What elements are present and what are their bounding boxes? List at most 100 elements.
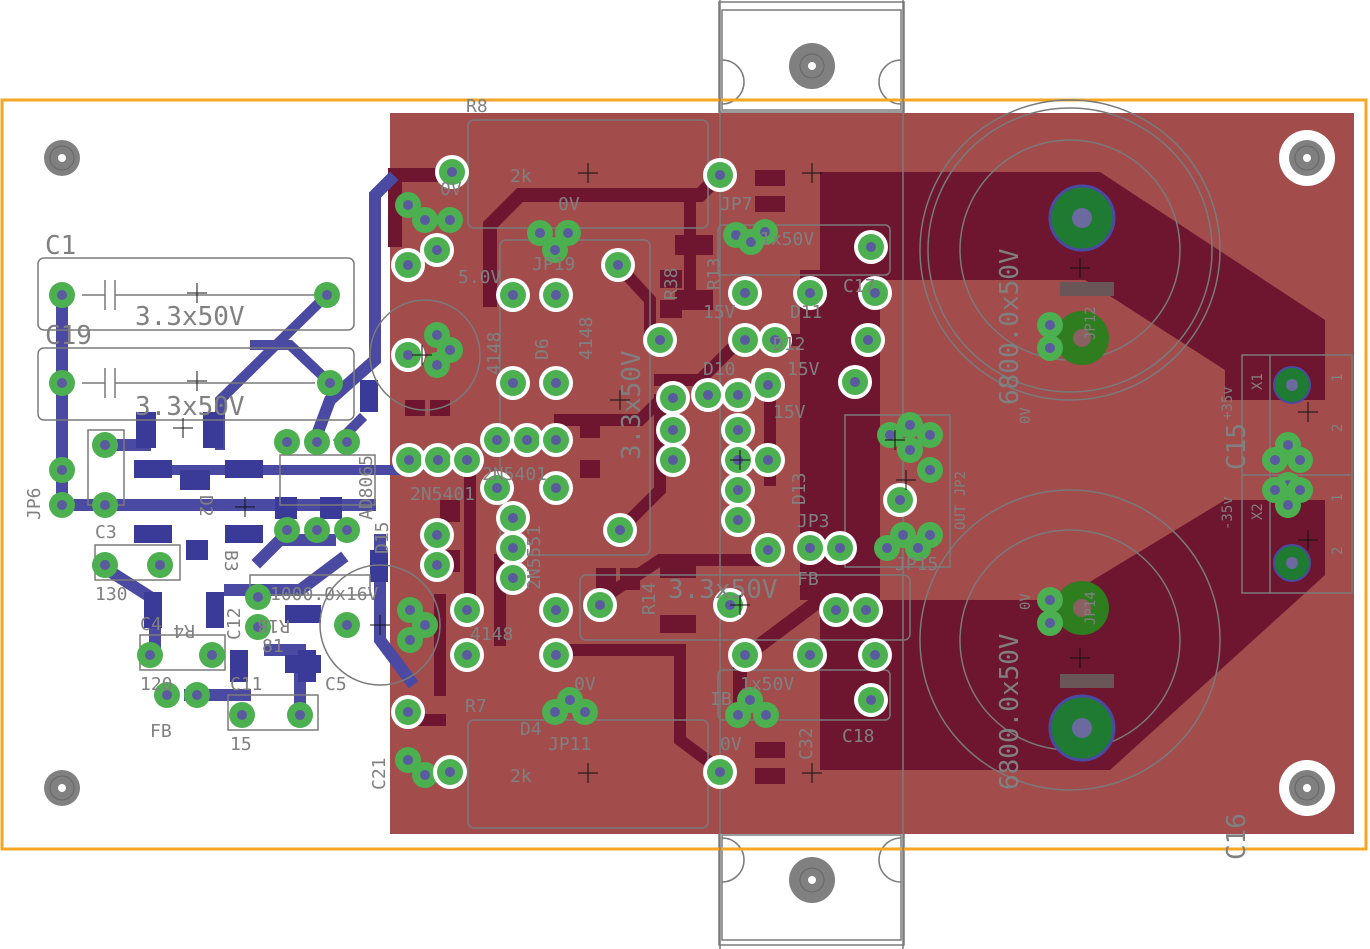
- pad-drill: [551, 435, 561, 445]
- label-r18: R18: [257, 615, 290, 636]
- pad-drill: [565, 695, 575, 705]
- label-c50v-b: 1x50V: [740, 674, 794, 695]
- origin-cross: [1070, 648, 1090, 668]
- pad-drill: [882, 543, 892, 553]
- label-r14: R14: [639, 582, 660, 615]
- label-jp7: JP7: [720, 194, 753, 215]
- pad-drill: [668, 455, 678, 465]
- pad-drill: [445, 767, 455, 777]
- pad-drill: [432, 360, 442, 370]
- pad-drill: [870, 650, 880, 660]
- pad-drill: [595, 600, 605, 610]
- label-4148-c: 4148: [470, 624, 513, 645]
- mount-hole-bottom-left: [44, 770, 80, 806]
- pad-drill: [740, 650, 750, 660]
- through-hole-pads: [49, 155, 1313, 789]
- label-r13: R13: [704, 257, 725, 290]
- origin-cross: [187, 371, 207, 391]
- pad-drill: [432, 330, 442, 340]
- pad-drill: [863, 335, 873, 345]
- pad-drill: [312, 525, 322, 535]
- pad-drill: [445, 215, 455, 225]
- pad-drill: [733, 515, 743, 525]
- pad-drill: [850, 377, 860, 387]
- label-r81: 81: [262, 636, 284, 657]
- pad-drill: [1045, 343, 1055, 353]
- pad-drill: [100, 560, 110, 570]
- pad-drill: [550, 245, 560, 255]
- label-r4: R4: [173, 620, 195, 641]
- pad-drill: [563, 228, 573, 238]
- pad-drill: [145, 650, 155, 660]
- pad-drill: [447, 167, 457, 177]
- label-ib: IB: [710, 689, 732, 710]
- origin-cross: [173, 418, 193, 438]
- origin-cross: [730, 595, 750, 615]
- pad-drill: [342, 525, 352, 535]
- pad-drill: [835, 543, 845, 553]
- label-x1: X1: [1250, 373, 1266, 390]
- pad-drill: [655, 335, 665, 345]
- origin-cross: [1070, 258, 1090, 278]
- pad-drill: [207, 650, 217, 660]
- origin-cross: [578, 163, 598, 183]
- label-r15: 15: [230, 734, 252, 755]
- mount-hole-tab-top: [789, 43, 835, 89]
- silkscreen-outlines: [37, 0, 1353, 949]
- pad-drill: [403, 260, 413, 270]
- label-jp3: JP3: [797, 511, 830, 532]
- label-ad: AD8065: [356, 455, 377, 520]
- label-4148-b: 4148: [484, 332, 505, 375]
- origin-cross: [610, 390, 630, 410]
- pad-drill: [1295, 485, 1305, 495]
- pad-drill: [508, 290, 518, 300]
- label-c-mid-value: 3.3x50V: [668, 575, 778, 605]
- label-c-big-left: 1000.0x16V: [270, 584, 379, 605]
- pad-drill: [715, 767, 725, 777]
- pad-drill: [403, 707, 413, 717]
- pad-drill: [420, 620, 430, 630]
- label-minus35: -35v: [1220, 496, 1236, 530]
- pad-drill: [1270, 455, 1280, 465]
- mount-hole-bottom-right: [1279, 760, 1335, 816]
- label-d6: D6: [532, 338, 553, 360]
- label-r7-value: 2k: [510, 766, 532, 787]
- label-fb-mid: FB: [797, 569, 819, 590]
- pad-drill: [462, 650, 472, 660]
- pad-drill: [57, 378, 67, 388]
- pad-drill: [1045, 618, 1055, 628]
- label-c17: C17: [843, 276, 876, 297]
- pad-drill: [805, 288, 815, 298]
- pad-drill: [57, 465, 67, 475]
- pad-drill: [508, 378, 518, 388]
- pad-drill: [715, 170, 725, 180]
- label-r120: 120: [140, 674, 173, 695]
- label-d13: D13: [789, 472, 810, 505]
- label-5v: 5.0V: [458, 267, 502, 288]
- pad-drill: [861, 605, 871, 615]
- label-jp19: JP19: [532, 254, 575, 275]
- label-r38: R38: [661, 267, 682, 300]
- pad-drill: [866, 242, 876, 252]
- pad-drill: [420, 770, 430, 780]
- pad-drill: [668, 425, 678, 435]
- pad-drill: [870, 288, 880, 298]
- origin-cross: [802, 763, 822, 783]
- label-4148-a: 4148: [576, 317, 597, 360]
- pad-drill: [405, 605, 415, 615]
- label-b3: B3: [220, 550, 241, 572]
- pad-drill: [508, 573, 518, 583]
- origin-crosses: [173, 163, 1318, 783]
- mount-hole-tab-bottom: [789, 857, 835, 903]
- pad-drill: [668, 393, 678, 403]
- label-jp15: JP15: [895, 554, 938, 575]
- label-out: OUT JP2: [953, 471, 969, 530]
- label-r130: 130: [95, 584, 128, 605]
- pad-drill: [535, 228, 545, 238]
- pad-drill: [763, 380, 773, 390]
- pad-drill: [580, 707, 590, 717]
- pad-drill: [925, 430, 935, 440]
- origin-cross: [896, 470, 916, 490]
- label-2n5551: 2N5551: [524, 525, 545, 590]
